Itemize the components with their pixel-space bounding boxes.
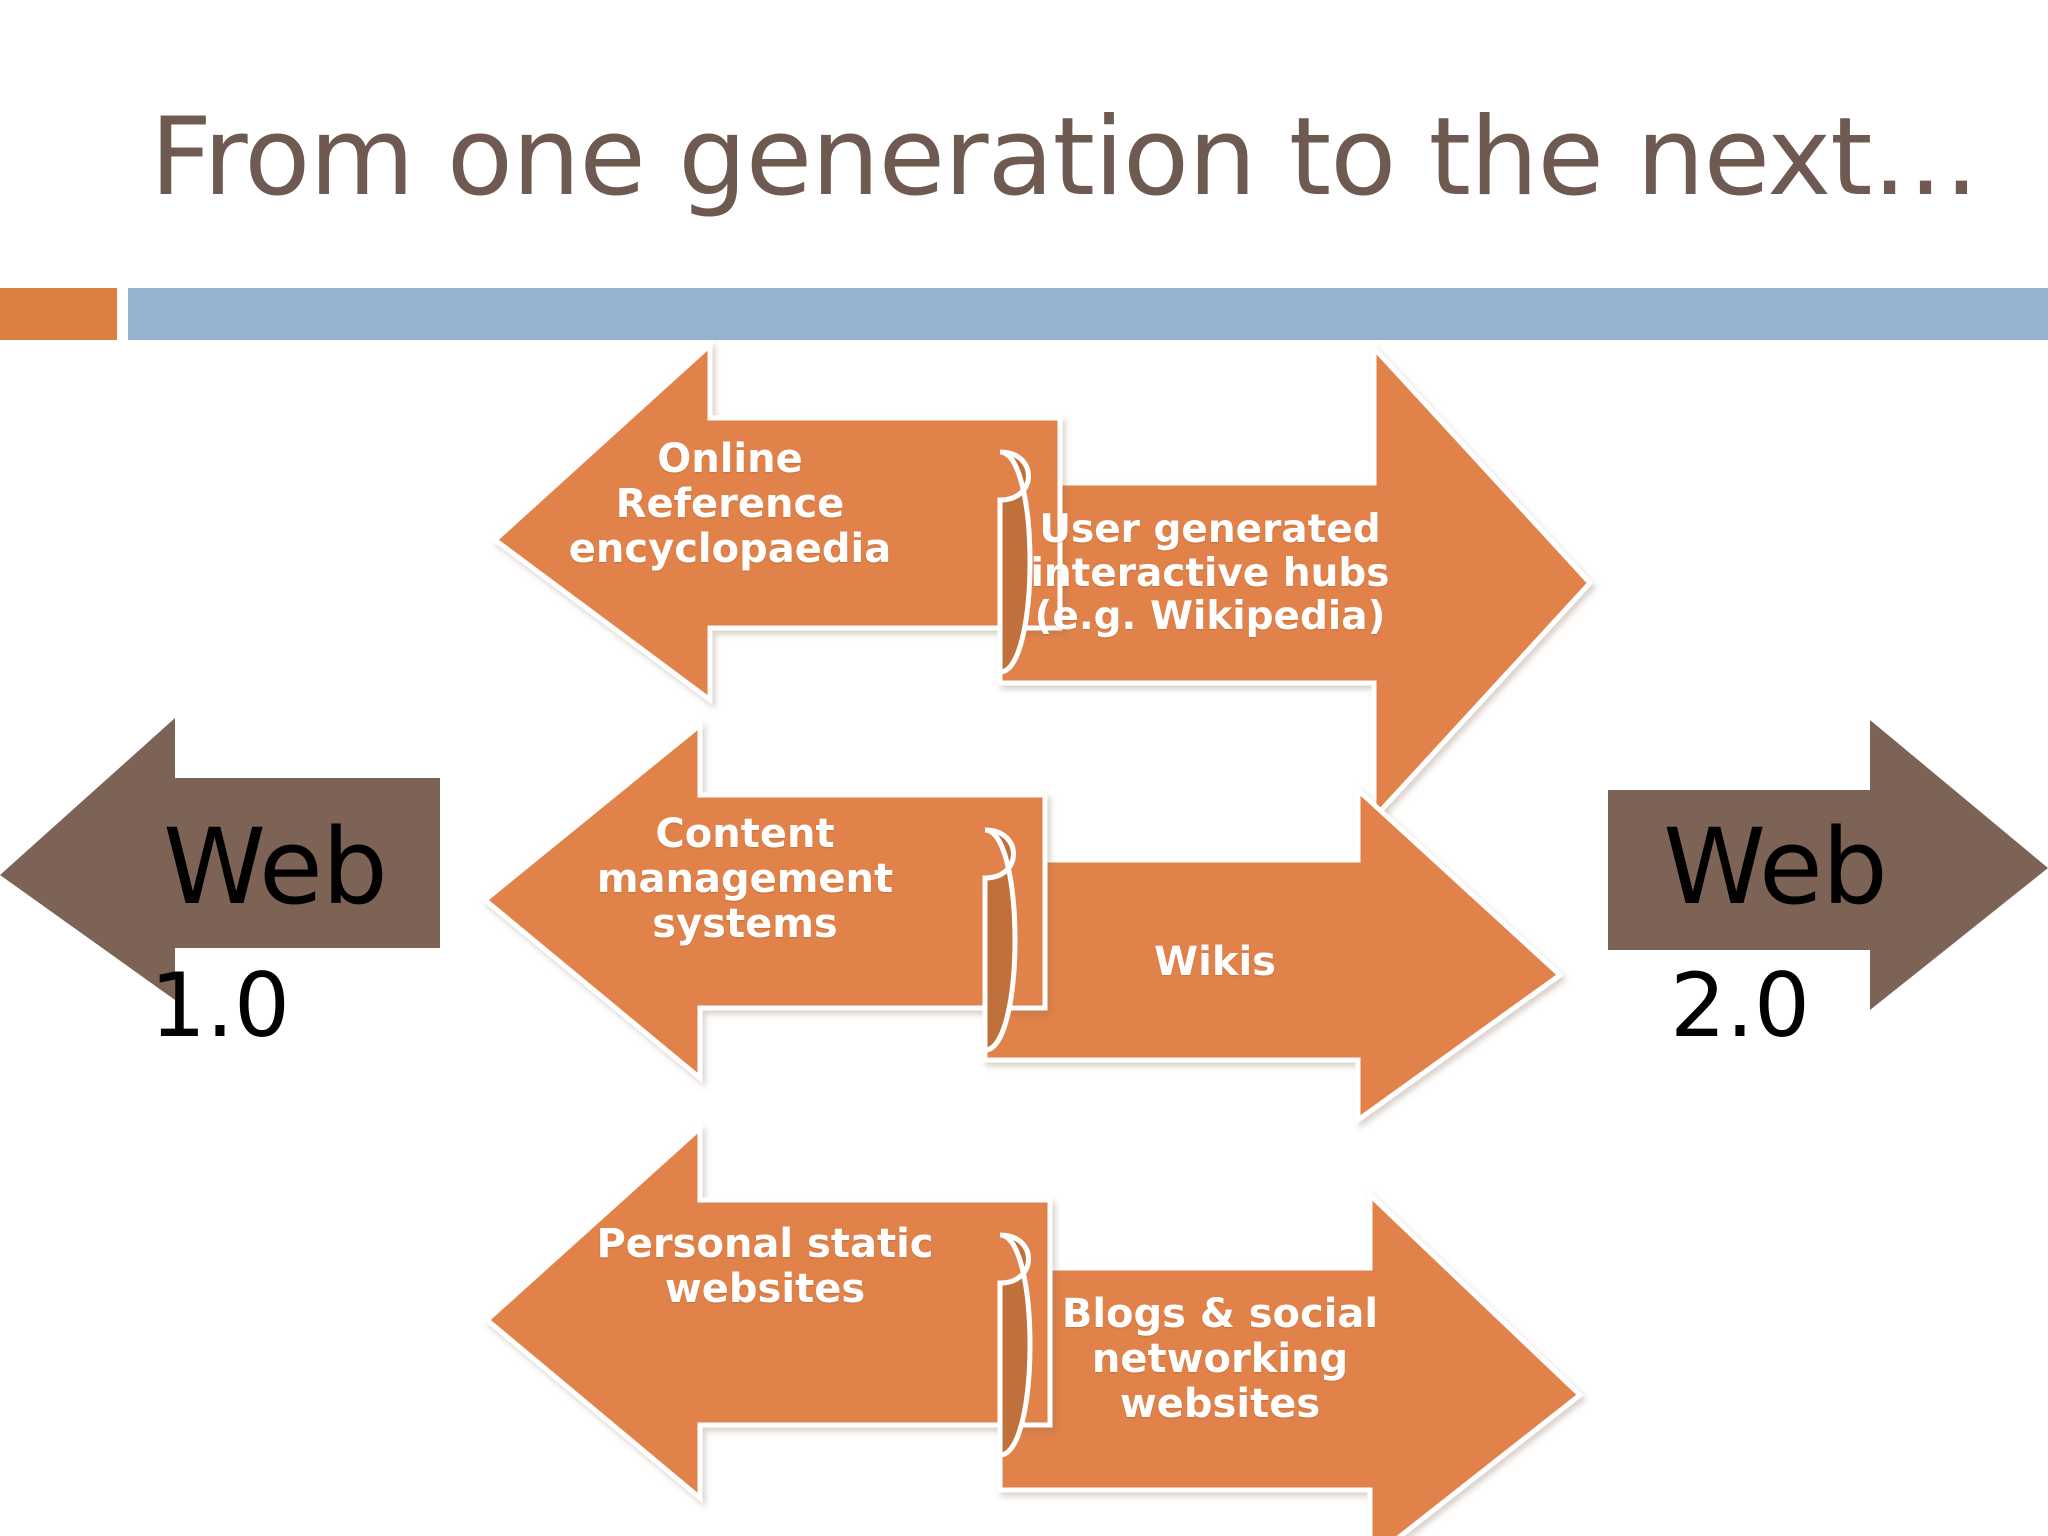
row-3-left-arrow (483, 1122, 1053, 1504)
web2-label-number: 2.0 (1670, 954, 1810, 1057)
row-3-left-arrow-label: Personal static websites (596, 1221, 934, 1312)
row-1-left-arrow-label: Online Reference encyclopaedia (568, 436, 892, 572)
web1-label-number: 1.0 (150, 954, 290, 1057)
row-2-left-arrow-label: Content management systems (596, 811, 894, 947)
web2-label-word: Web (1663, 806, 1888, 928)
web1-label-word: Web (163, 806, 388, 928)
row-2-right-arrow-label: Wikis (1154, 939, 1276, 985)
row-1-right-arrow (997, 341, 1594, 825)
row-2-fold (982, 827, 1018, 1053)
divider-accent-square (0, 288, 117, 340)
row-2-right-arrow (982, 784, 1564, 1125)
divider-bar (128, 288, 2048, 340)
web2-arrow (1608, 720, 2048, 1010)
row-3-right-arrow-label: Blogs & social networking websites (1061, 1291, 1379, 1427)
row-3-right-arrow (997, 1189, 1584, 1536)
web1-arrow (0, 718, 440, 1000)
row-1-right-arrow-label: User generated interactive hubs (e.g. Wi… (1030, 507, 1390, 640)
row-1-fold (997, 449, 1033, 675)
page-title: From one generation to the next… (150, 95, 1979, 220)
row-3-fold (997, 1232, 1033, 1458)
